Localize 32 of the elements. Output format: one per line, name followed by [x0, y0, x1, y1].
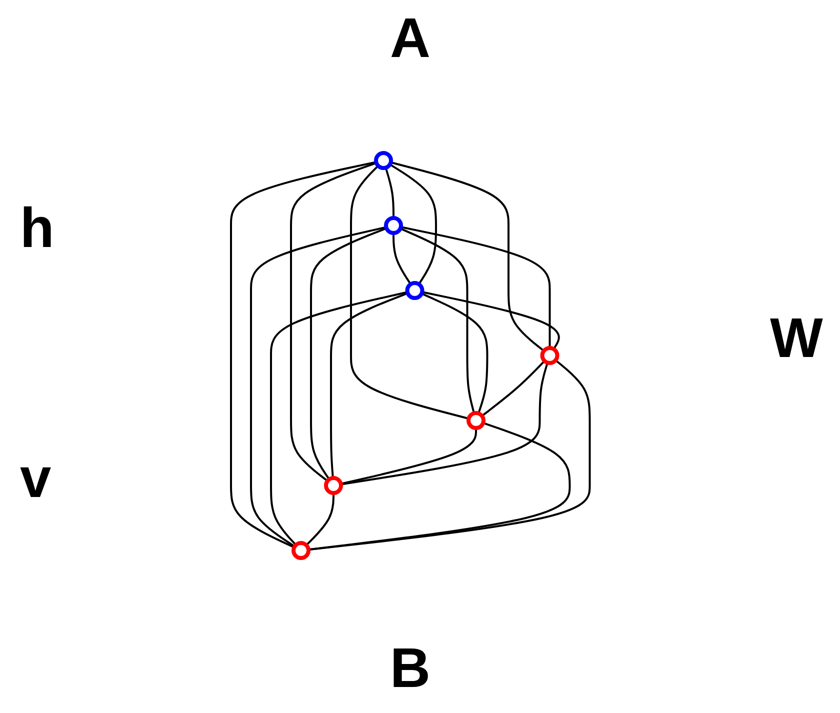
connector	[340, 428, 477, 484]
layer-label: B	[390, 640, 430, 696]
connector	[340, 362, 548, 485]
connector	[290, 162, 376, 482]
layer-label: W	[770, 310, 823, 366]
node-circle	[404, 280, 424, 300]
connector	[350, 164, 469, 420]
node-circle	[466, 410, 486, 430]
layer-label: h	[20, 200, 54, 256]
connector	[330, 292, 408, 478]
connector	[384, 166, 394, 218]
connector	[422, 290, 560, 350]
connector	[305, 492, 334, 546]
node-circle	[324, 476, 343, 494]
node-circle	[291, 540, 310, 560]
connector	[390, 160, 544, 352]
node-circle	[540, 346, 559, 364]
layer-label: v	[20, 450, 52, 506]
layer-label: A	[390, 10, 430, 66]
node-circle	[384, 216, 403, 234]
connector	[388, 163, 437, 284]
connector	[230, 160, 376, 548]
connector	[420, 292, 488, 414]
node-circle	[374, 150, 393, 170]
connector	[400, 227, 475, 414]
connector	[270, 290, 408, 546]
connector	[400, 226, 550, 348]
connector	[250, 226, 386, 547]
connector	[310, 226, 387, 480]
connector	[308, 358, 590, 550]
connector	[392, 232, 412, 284]
connector	[480, 360, 545, 416]
